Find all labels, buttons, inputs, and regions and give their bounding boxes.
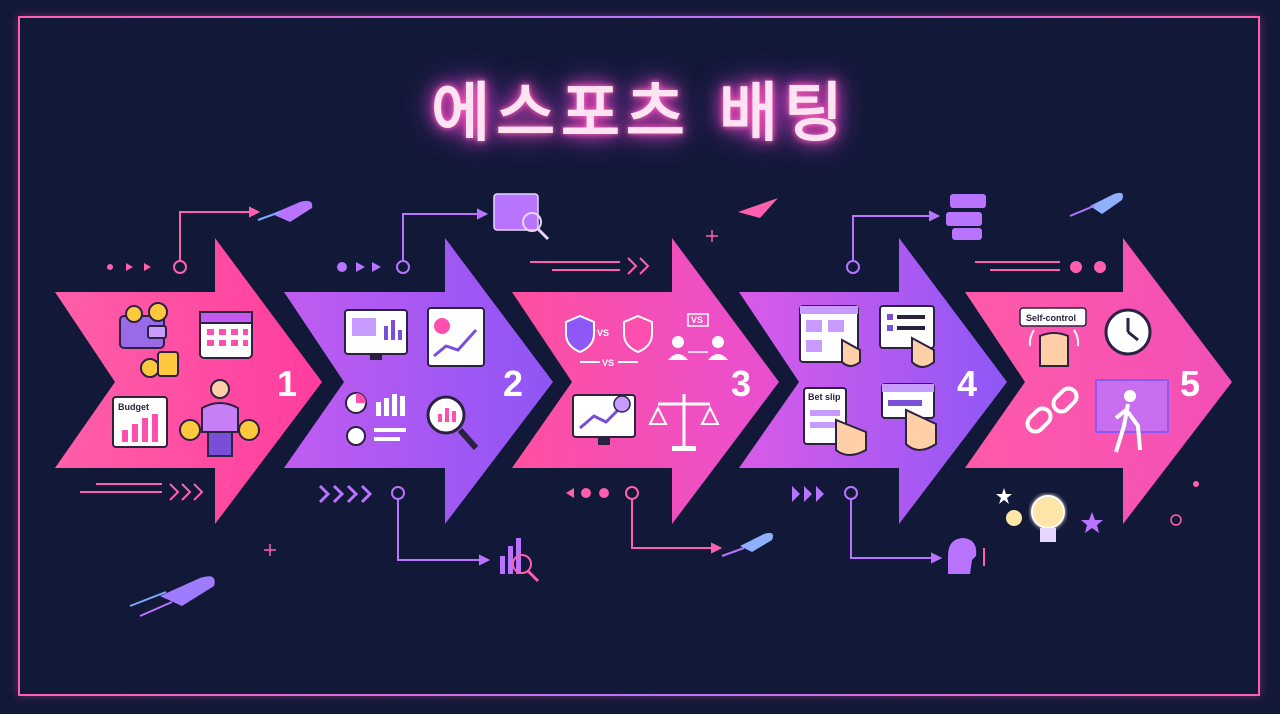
rocket-icon-1	[257, 200, 313, 222]
chevron-trail-4-bottom	[792, 486, 824, 502]
card-tap-icon	[881, 383, 937, 451]
speed-lines-5	[975, 261, 1106, 273]
team-shields-vs-icon: VS VS	[565, 314, 653, 368]
walk-away-icon	[1095, 379, 1169, 453]
bet-slip-icon: Bet slip	[803, 387, 867, 456]
odds-board-icon	[799, 305, 861, 367]
connector-3-bottom	[625, 486, 723, 554]
connector-4-top	[846, 210, 941, 274]
chart-magnify-icon	[500, 538, 540, 583]
dot-trail-2	[337, 262, 381, 272]
speed-lines-1-bottom	[80, 483, 204, 501]
connector-4-bottom	[844, 486, 943, 564]
step-3-number: 3	[731, 363, 751, 404]
magnify-analysis-icon	[426, 395, 479, 450]
budget-label: Budget	[118, 402, 149, 412]
balance-scale-icon	[648, 394, 720, 451]
connector-2-top	[396, 208, 489, 274]
step-1-number: 1	[277, 363, 297, 404]
monitor-trend-icon	[572, 394, 636, 445]
wallet-icon	[119, 302, 179, 378]
rocket-icon-bottom	[129, 576, 215, 617]
paper-plane-icon	[738, 198, 778, 218]
calendar-icon	[199, 311, 253, 359]
person-money-icon	[179, 379, 260, 457]
connector-2-bottom	[391, 486, 491, 566]
broken-chain-icon	[1025, 386, 1079, 434]
self-control-hand-icon: Self-control	[1019, 307, 1087, 367]
dot-trail-1	[107, 263, 151, 271]
chevron-trail-2-bottom	[318, 484, 373, 504]
rocket-icon-3	[721, 532, 773, 557]
clock-icon	[1104, 308, 1152, 356]
vs-label-3: VS	[691, 315, 703, 325]
players-vs-icon: VS	[668, 313, 728, 360]
sparkle-decorations	[264, 230, 1199, 556]
step-5-number: 5	[1180, 363, 1200, 404]
step-1-arrow	[55, 238, 322, 524]
rocket-icon-5	[1069, 192, 1123, 217]
bet-slip-label: Bet slip	[808, 392, 841, 402]
page-title: 에스포츠 배팅	[431, 77, 849, 151]
vs-label-1: VS	[597, 328, 609, 338]
dashboard-icon	[427, 307, 485, 367]
dot-trail-3-bottom	[566, 488, 609, 498]
step-4-number: 4	[957, 363, 977, 404]
checklist-hand-icon	[946, 194, 986, 240]
step-3-arrow	[512, 238, 779, 524]
step-2-number: 2	[503, 363, 523, 404]
vs-label-2: VS	[602, 358, 614, 368]
budget-chart-icon: Budget	[112, 396, 168, 448]
report-magnify-icon	[493, 193, 550, 241]
connector-1-top	[173, 206, 261, 274]
self-control-label: Self-control	[1026, 313, 1076, 323]
lightbulb-icon	[996, 488, 1103, 542]
stats-report-icon	[345, 392, 406, 446]
head-growth-icon	[948, 538, 985, 574]
speed-lines-3	[530, 257, 650, 275]
monitor-chart-icon	[344, 309, 408, 360]
checklist-tap-icon	[879, 305, 935, 368]
